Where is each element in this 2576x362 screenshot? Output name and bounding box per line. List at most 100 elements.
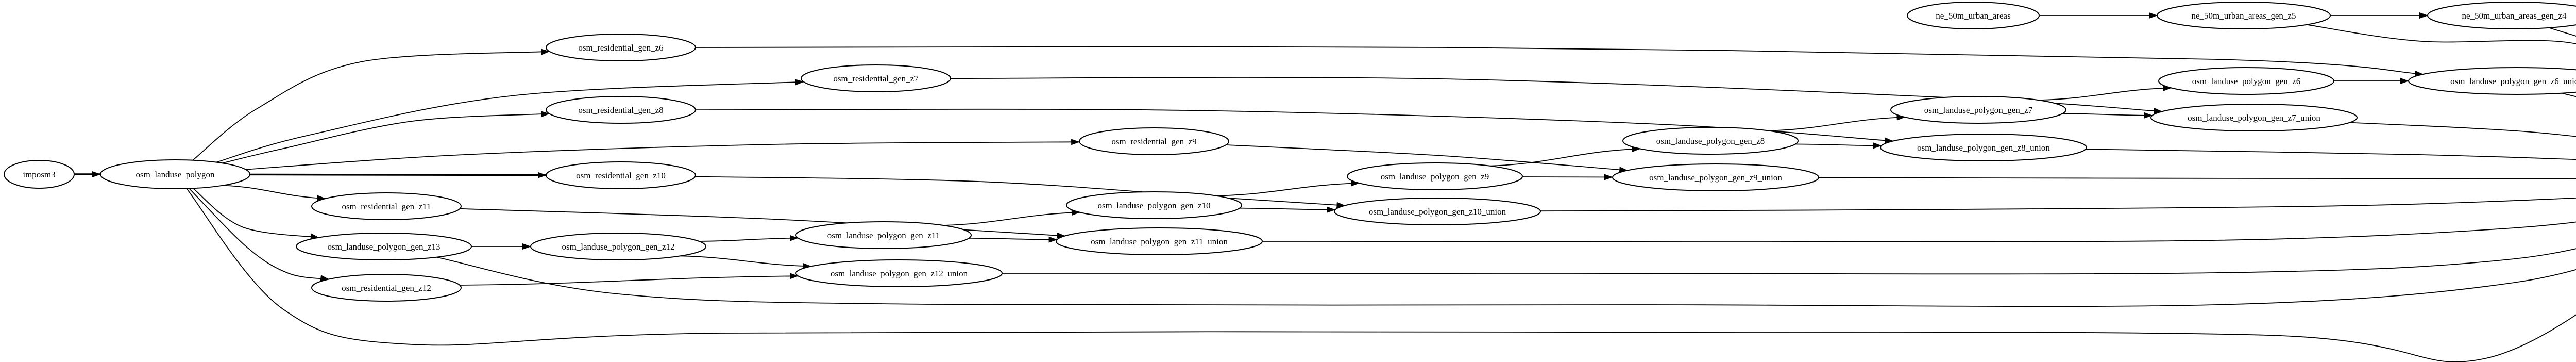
edge-osm_landuse_polygon-to-osm_residential_gen_z8 bbox=[222, 111, 550, 164]
edge-osm_residential_gen_z9-to-osm_landuse_polygon_gen_z9_union bbox=[1226, 144, 1629, 173]
node-label-osm_landuse_polygon_gen_z10: osm_landuse_polygon_gen_z10 bbox=[1097, 201, 1210, 210]
edge-osm_landuse_polygon_gen_z7_union-to-layer_landuse-z7 bbox=[2349, 122, 2576, 137]
node-label-osm_landuse_polygon_gen_z9_union: osm_landuse_polygon_gen_z9_union bbox=[1649, 173, 1782, 183]
node-ellipse-osm_residential_gen_z9 bbox=[1079, 127, 1229, 155]
node-label-osm_landuse_polygon_gen_z13: osm_landuse_polygon_gen_z13 bbox=[327, 242, 440, 252]
table-node-osm_residential_gen_z10: osm_residential_gen_z10 bbox=[546, 161, 696, 189]
node-label-ne_50m_urban_areas_gen_z4: ne_50m_urban_areas_gen_z4 bbox=[2462, 11, 2567, 21]
table-node-osm_landuse_polygon_gen_z6_union: osm_landuse_polygon_gen_z6_union bbox=[2408, 67, 2576, 95]
edge-osm_landuse_polygon_gen_z8-to-osm_landuse_polygon_gen_z7 bbox=[1769, 114, 1906, 131]
node-label-osm_landuse_polygon: osm_landuse_polygon bbox=[136, 170, 215, 179]
table-node-osm_residential_gen_z9: osm_residential_gen_z9 bbox=[1079, 127, 1229, 155]
table-node-osm_residential_gen_z6: osm_residential_gen_z6 bbox=[546, 34, 696, 61]
edge-osm_landuse_polygon_gen_z6_union-to-layer_landuse-z6 bbox=[2562, 92, 2576, 97]
node-ellipse-osm_residential_gen_z6 bbox=[546, 34, 696, 61]
node-label-osm_landuse_polygon_gen_z8: osm_landuse_polygon_gen_z8 bbox=[1656, 136, 1765, 146]
node-label-osm_landuse_polygon_gen_z8_union: osm_landuse_polygon_gen_z8_union bbox=[1917, 143, 2050, 153]
edge-osm_landuse_polygon_gen_z10_union-to-layer_landuse-z10 bbox=[1540, 198, 2576, 212]
node-label-osm_landuse_polygon_gen_z7: osm_landuse_polygon_gen_z7 bbox=[1924, 105, 2033, 115]
node-ellipse-imposm3 bbox=[4, 160, 75, 189]
edges-layer bbox=[74, 12, 2576, 362]
table-node-osm_landuse_polygon: osm_landuse_polygon bbox=[100, 159, 250, 189]
table-node-osm_landuse_polygon_gen_z10: osm_landuse_polygon_gen_z10 bbox=[1066, 191, 1242, 219]
node-label-ne_50m_urban_areas: ne_50m_urban_areas bbox=[1936, 11, 2010, 21]
node-ellipse-osm_landuse_polygon_gen_z9_union bbox=[1612, 163, 1819, 191]
edge-osm_residential_gen_z12-to-osm_landuse_polygon_gen_z12_union bbox=[460, 273, 799, 286]
edge-osm_landuse_polygon_gen_z11_union-to-layer_landuse-z11 bbox=[1262, 221, 2576, 242]
node-ellipse-osm_landuse_polygon_gen_z7_union bbox=[2150, 104, 2358, 131]
node-label-osm_residential_gen_z7: osm_residential_gen_z7 bbox=[833, 74, 919, 84]
table-node-osm_landuse_polygon_gen_z12: osm_landuse_polygon_gen_z12 bbox=[530, 233, 706, 260]
edge-osm_landuse_polygon-to-osm_residential_gen_z9 bbox=[245, 139, 1080, 170]
table-node-ne_50m_urban_areas_gen_z4: ne_50m_urban_areas_gen_z4 bbox=[2427, 2, 2576, 29]
table-node-osm_landuse_polygon_gen_z9: osm_landuse_polygon_gen_z9 bbox=[1347, 162, 1523, 190]
node-label-osm_landuse_polygon_gen_z10_union: osm_landuse_polygon_gen_z10_union bbox=[1369, 207, 1506, 217]
node-ellipse-osm_landuse_polygon_gen_z6 bbox=[2158, 67, 2334, 95]
table-node-osm_landuse_polygon_gen_z11: osm_landuse_polygon_gen_z11 bbox=[795, 221, 972, 249]
edge-osm_landuse_polygon_gen_z11-to-osm_landuse_polygon_gen_z11_union bbox=[969, 236, 1058, 243]
edge-osm_landuse_polygon-to-osm_residential_gen_z10 bbox=[249, 172, 547, 178]
edge-osm_landuse_polygon_gen_z8-to-osm_landuse_polygon_gen_z8_union bbox=[1795, 142, 1882, 149]
table-node-osm_residential_gen_z8: osm_residential_gen_z8 bbox=[546, 96, 696, 124]
node-ellipse-osm_landuse_polygon_gen_z12 bbox=[530, 233, 706, 260]
table-node-osm_landuse_polygon_gen_z8: osm_landuse_polygon_gen_z8 bbox=[1622, 127, 1799, 155]
table-node-osm_landuse_polygon_gen_z12_union: osm_landuse_polygon_gen_z12_union bbox=[795, 259, 1003, 287]
node-label-osm_landuse_polygon_gen_z6_union: osm_landuse_polygon_gen_z6_union bbox=[2450, 76, 2576, 86]
node-label-osm_landuse_polygon_gen_z11: osm_landuse_polygon_gen_z11 bbox=[827, 231, 940, 240]
node-ellipse-osm_landuse_polygon_gen_z11 bbox=[795, 221, 972, 249]
edge-osm_landuse_polygon_gen_z7-to-osm_landuse_polygon_gen_z7_union bbox=[2062, 112, 2153, 119]
edge-osm_residential_gen_z11-to-osm_landuse_polygon_gen_z11_union bbox=[460, 208, 1065, 239]
node-ellipse-osm_landuse_polygon bbox=[100, 159, 250, 189]
node-label-osm_landuse_polygon_gen_z9: osm_landuse_polygon_gen_z9 bbox=[1381, 172, 1489, 182]
edge-ne_50m_urban_areas_gen_z4-to-layer_landuse-z4 bbox=[2549, 27, 2576, 37]
node-ellipse-osm_residential_gen_z10 bbox=[546, 161, 696, 189]
table-node-osm_landuse_polygon_gen_z7: osm_landuse_polygon_gen_z7 bbox=[1890, 96, 2066, 124]
edge-osm_landuse_polygon-to-layer_landuse-z14+ bbox=[186, 188, 2576, 362]
node-label-osm_residential_gen_z9: osm_residential_gen_z9 bbox=[1111, 137, 1196, 146]
node-ellipse-osm_landuse_polygon_gen_z12_union bbox=[795, 259, 1003, 287]
node-label-osm_landuse_polygon_gen_z11_union: osm_landuse_polygon_gen_z11_union bbox=[1091, 237, 1228, 246]
table-node-ne_50m_urban_areas: ne_50m_urban_areas bbox=[1907, 2, 2040, 29]
table-node-osm_residential_gen_z7: osm_residential_gen_z7 bbox=[801, 64, 951, 92]
edge-osm_residential_gen_z10-to-osm_landuse_polygon_gen_z10_union bbox=[695, 176, 1346, 208]
table-node-osm_residential_gen_z12: osm_residential_gen_z12 bbox=[311, 274, 462, 302]
node-label-osm_residential_gen_z8: osm_residential_gen_z8 bbox=[578, 105, 663, 115]
node-label-osm_residential_gen_z6: osm_residential_gen_z6 bbox=[578, 43, 663, 53]
node-ellipse-osm_landuse_polygon_gen_z6_union bbox=[2408, 67, 2576, 95]
edge-osm_landuse_polygon_gen_z12_union-to-layer_landuse-z12 bbox=[1002, 248, 2576, 275]
node-ellipse-osm_landuse_polygon_gen_z13 bbox=[296, 233, 472, 260]
edge-ne_50m_urban_areas_gen_z5-to-layer_landuse-z5 bbox=[2307, 24, 2576, 44]
table-node-osm_residential_gen_z11: osm_residential_gen_z11 bbox=[311, 192, 462, 220]
node-ellipse-ne_50m_urban_areas_gen_z5 bbox=[2157, 2, 2331, 29]
node-ellipse-osm_landuse_polygon_gen_z8_union bbox=[1880, 134, 2087, 161]
node-label-osm_landuse_polygon_gen_z6: osm_landuse_polygon_gen_z6 bbox=[2192, 76, 2301, 86]
table-node-osm_landuse_polygon_gen_z13: osm_landuse_polygon_gen_z13 bbox=[296, 233, 472, 260]
node-label-osm_residential_gen_z11: osm_residential_gen_z11 bbox=[342, 202, 431, 211]
edge-osm_landuse_polygon_gen_z13-to-layer_landuse-z13 bbox=[436, 256, 2576, 307]
node-ellipse-osm_landuse_polygon_gen_z10 bbox=[1066, 191, 1242, 219]
node-label-osm_residential_gen_z12: osm_residential_gen_z12 bbox=[342, 283, 431, 293]
node-ellipse-osm_landuse_polygon_gen_z8 bbox=[1622, 127, 1799, 155]
node-label-osm_landuse_polygon_gen_z7_union: osm_landuse_polygon_gen_z7_union bbox=[2188, 113, 2320, 123]
node-label-ne_50m_urban_areas_gen_z5: ne_50m_urban_areas_gen_z5 bbox=[2192, 11, 2296, 21]
node-ellipse-osm_residential_gen_z12 bbox=[311, 274, 462, 302]
node-ellipse-osm_landuse_polygon_gen_z7 bbox=[1890, 96, 2066, 124]
node-ellipse-osm_landuse_polygon_gen_z10_union bbox=[1334, 198, 1541, 225]
node-ellipse-ne_50m_urban_areas_gen_z4 bbox=[2427, 2, 2576, 29]
node-ellipse-osm_residential_gen_z7 bbox=[801, 64, 951, 92]
edge-osm_residential_gen_z6-to-osm_landuse_polygon_gen_z6_union bbox=[695, 46, 2424, 77]
node-ellipse-osm_residential_gen_z11 bbox=[311, 192, 462, 220]
edge-osm_landuse_polygon_gen_z11-to-osm_landuse_polygon_gen_z10 bbox=[943, 209, 1080, 226]
edge-osm_landuse_polygon_gen_z10-to-osm_landuse_polygon_gen_z10_union bbox=[1239, 206, 1336, 213]
edge-osm_landuse_polygon_gen_z9_union-to-layer_landuse-z9 bbox=[1818, 177, 2576, 179]
table-node-osm_landuse_polygon_gen_z6: osm_landuse_polygon_gen_z6 bbox=[2158, 67, 2334, 95]
table-node-osm_landuse_polygon_gen_z10_union: osm_landuse_polygon_gen_z10_union bbox=[1334, 198, 1541, 225]
edge-osm_landuse_polygon-to-osm_residential_gen_z11 bbox=[223, 185, 326, 202]
node-ellipse-osm_landuse_polygon_gen_z11_union bbox=[1056, 227, 1263, 255]
edge-osm_landuse_polygon_gen_z7-to-osm_landuse_polygon_gen_z6 bbox=[2039, 85, 2172, 101]
table-node-ne_50m_urban_areas_gen_z5: ne_50m_urban_areas_gen_z5 bbox=[2157, 2, 2331, 29]
edge-osm_landuse_polygon-to-osm_residential_gen_z12 bbox=[189, 188, 329, 282]
edge-osm_landuse_polygon-to-osm_residential_gen_z7 bbox=[216, 79, 804, 163]
